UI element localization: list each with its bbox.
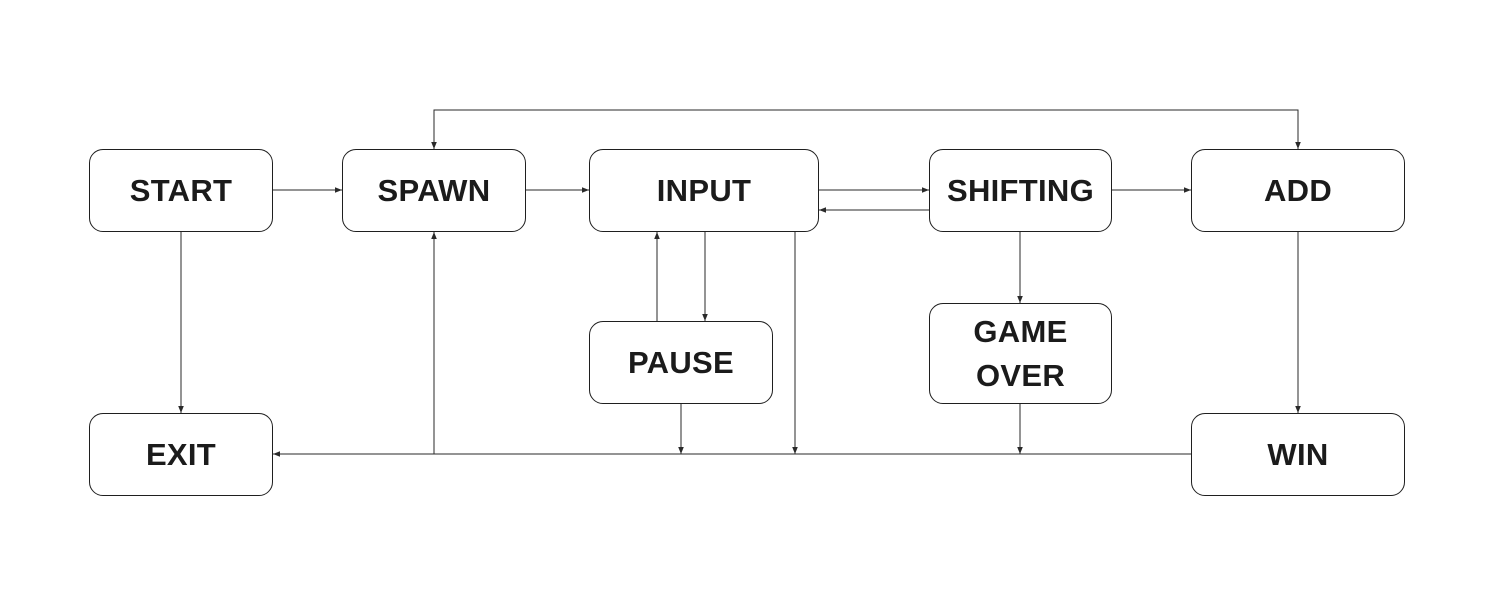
state-label-line2: OVER <box>975 357 1066 393</box>
state-shifting: SHIFTING <box>929 149 1112 232</box>
state-input: INPUT <box>589 149 819 232</box>
state-game-over: GAME OVER <box>929 303 1112 404</box>
state-label: SHIFTING <box>946 172 1095 208</box>
state-label: WIN <box>1267 436 1329 472</box>
state-label: INPUT <box>656 172 752 208</box>
state-label: SPAWN <box>377 172 491 208</box>
edge-add-spawn <box>431 109 1301 149</box>
state-label: PAUSE <box>627 344 734 380</box>
state-start: START <box>89 149 273 232</box>
state-label-line1: GAME <box>973 313 1068 349</box>
state-exit: EXIT <box>89 413 273 496</box>
state-pause: PAUSE <box>589 321 773 404</box>
state-spawn: SPAWN <box>342 149 526 232</box>
state-label: EXIT <box>145 436 217 472</box>
state-win: WIN <box>1191 413 1405 496</box>
state-add: ADD <box>1191 149 1405 232</box>
state-label: ADD <box>1263 172 1333 208</box>
state-label: START <box>129 172 233 208</box>
